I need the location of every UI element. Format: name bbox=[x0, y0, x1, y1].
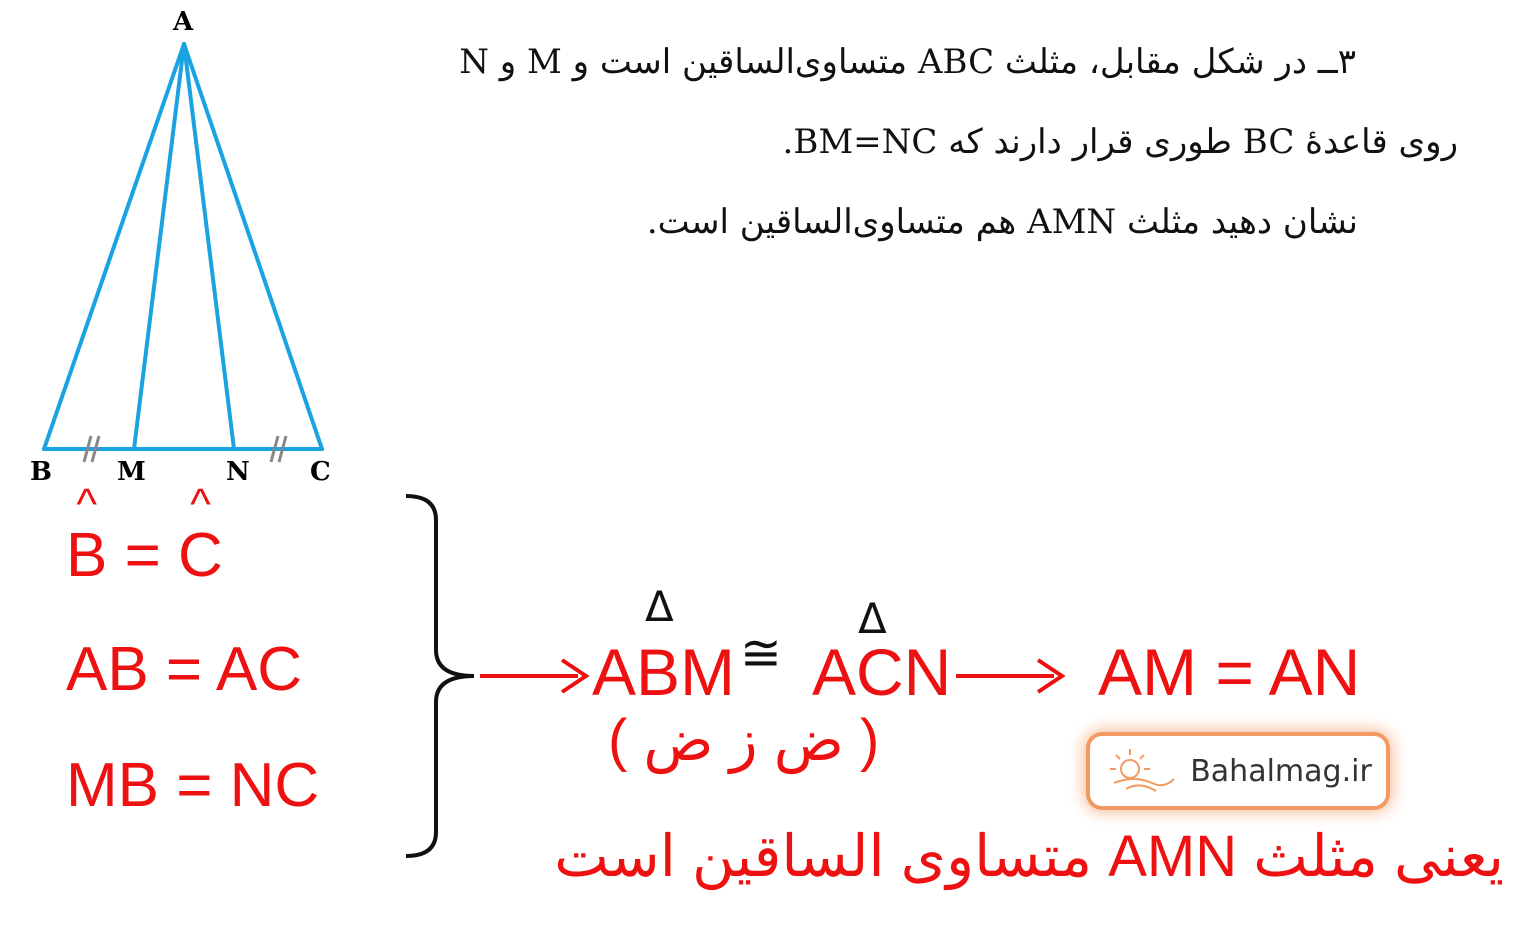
congruence-reason: ( ض ز ض ) bbox=[608, 708, 880, 773]
triangle-acn: ACN bbox=[812, 635, 952, 709]
triangle-abm: ABM bbox=[592, 635, 736, 709]
problem-line-3: نشان دهید مثلث AMN هم متساوی‌الساقین است… bbox=[646, 202, 1358, 242]
angle-b: B bbox=[66, 521, 108, 590]
triangle-figure: A B M N C bbox=[30, 7, 331, 487]
watermark-text: Bahalmag.ir bbox=[1190, 753, 1372, 789]
side-ab bbox=[42, 42, 186, 451]
equals: = bbox=[107, 521, 179, 590]
side-ac bbox=[182, 42, 324, 451]
congruent-symbol: ≅ bbox=[740, 624, 782, 682]
label-a: A bbox=[172, 7, 194, 37]
problem-line-1: ۳ــ در شکل مقابل، مثلث ABC متساوی‌الساقی… bbox=[459, 42, 1356, 82]
result-am-an: AM = AN bbox=[1098, 635, 1361, 709]
label-m: M bbox=[117, 457, 146, 487]
segment-am bbox=[132, 42, 186, 451]
segment-an bbox=[182, 42, 236, 451]
label-n: N bbox=[226, 457, 250, 487]
conclusion-text: یعنی مثلث AMN متساوی الساقین است bbox=[554, 824, 1504, 889]
triangle-symbol-1: Δ bbox=[645, 582, 674, 631]
label-b: B bbox=[30, 457, 52, 487]
hat-b: ^ bbox=[76, 480, 97, 529]
hat-c: ^ bbox=[190, 480, 211, 529]
sun-logo-icon bbox=[1110, 749, 1175, 792]
arrow-2 bbox=[956, 658, 1066, 694]
given-sides-mb-nc: MB = NC bbox=[66, 751, 320, 820]
triangle-symbol-2: Δ bbox=[858, 594, 887, 643]
watermark-badge: Bahalmag.ir bbox=[1090, 736, 1386, 806]
arrow-1 bbox=[480, 658, 590, 694]
given-angles: ^B = ^C bbox=[66, 480, 223, 591]
label-c: C bbox=[310, 457, 331, 487]
equal-tick-marks bbox=[82, 435, 288, 463]
given-sides-ab-ac: AB = AC bbox=[66, 635, 303, 704]
problem-line-2: روی قاعدهٔ BC طوری قرار دارند که BM=NC. bbox=[782, 122, 1458, 162]
angle-c: C bbox=[178, 521, 223, 590]
right-brace bbox=[405, 494, 475, 858]
